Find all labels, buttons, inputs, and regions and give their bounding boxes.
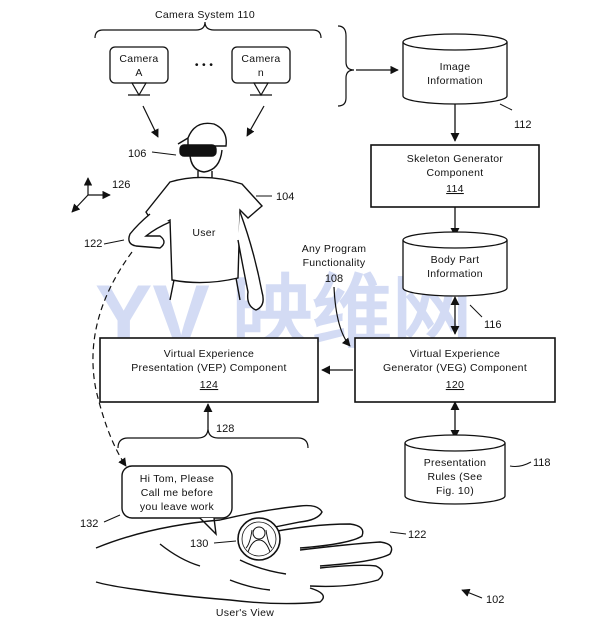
camera-n-line2: n [258, 67, 264, 79]
users-view-caption: User's View [216, 607, 274, 619]
rules-line2: Rules (See [428, 471, 483, 483]
image-info-line2: Information [427, 75, 483, 87]
camera-n: Camera n [231, 46, 291, 97]
image-information-store: Image Information [402, 33, 508, 105]
camera-ellipsis: • • • [195, 59, 213, 71]
bubble-line1: Hi Tom, Please [140, 473, 215, 485]
rules-line1: Presentation [424, 457, 487, 469]
camera-a: Camera A [109, 46, 169, 97]
camera-brace [94, 21, 322, 39]
ref-132: 132 [80, 518, 98, 530]
ref-112: 112 [514, 119, 532, 131]
ref-104: 104 [276, 191, 294, 203]
body-part-line1: Body Part [431, 254, 480, 266]
ref-122-bottom: 122 [408, 529, 426, 541]
avatar-coin [237, 517, 281, 561]
camera-a-line1: Camera [119, 53, 158, 65]
skeleton-line2: Component [427, 167, 484, 179]
veg-component-box: Virtual Experience Generator (VEG) Compo… [354, 337, 556, 403]
user-figure [128, 122, 264, 311]
vep-line1: Virtual Experience [164, 348, 254, 360]
ref-122-top: 122 [84, 238, 102, 250]
body-part-line2: Information [427, 268, 483, 280]
veg-ref: 120 [446, 379, 464, 391]
camera-n-line1: Camera [241, 53, 280, 65]
presentation-rules-store: Presentation Rules (See Fig. 10) [404, 434, 506, 505]
ref-102: 102 [486, 594, 504, 606]
body-part-store: Body Part Information [402, 231, 508, 297]
message-bubble: Hi Tom, Please Call me before you leave … [121, 465, 233, 536]
veg-line1: Virtual Experience [410, 348, 500, 360]
ref-116: 116 [484, 319, 502, 331]
hand-illustration [95, 504, 393, 605]
ref-128: 128 [216, 423, 234, 435]
ref-106: 106 [128, 148, 146, 160]
axes-icon [71, 177, 111, 213]
camera-a-line2: A [135, 67, 142, 79]
ref-118: 118 [533, 457, 551, 469]
veg-line2: Generator (VEG) Component [383, 362, 527, 374]
any-program-line1: Any Program [302, 243, 367, 255]
skeleton-ref: 114 [446, 183, 464, 195]
vep-line2: Presentation (VEP) Component [131, 362, 286, 374]
rules-line3: Fig. 10) [436, 485, 474, 497]
vep-ref: 124 [200, 379, 218, 391]
bubble-line2: Call me before [141, 487, 213, 499]
ref-126: 126 [112, 179, 130, 191]
any-program-ref: 108 [325, 273, 343, 285]
ref-130: 130 [190, 538, 208, 550]
user-label: User [192, 227, 216, 239]
vep-component-box: Virtual Experience Presentation (VEP) Co… [99, 337, 319, 403]
image-info-line1: Image [440, 61, 471, 73]
skeleton-line1: Skeleton Generator [407, 153, 504, 165]
bubble-line3: you leave work [140, 501, 215, 513]
camera-system-title: Camera System 110 [155, 9, 255, 21]
any-program-line2: Functionality [303, 257, 366, 269]
skeleton-generator-box: Skeleton Generator Component 114 [370, 144, 540, 208]
